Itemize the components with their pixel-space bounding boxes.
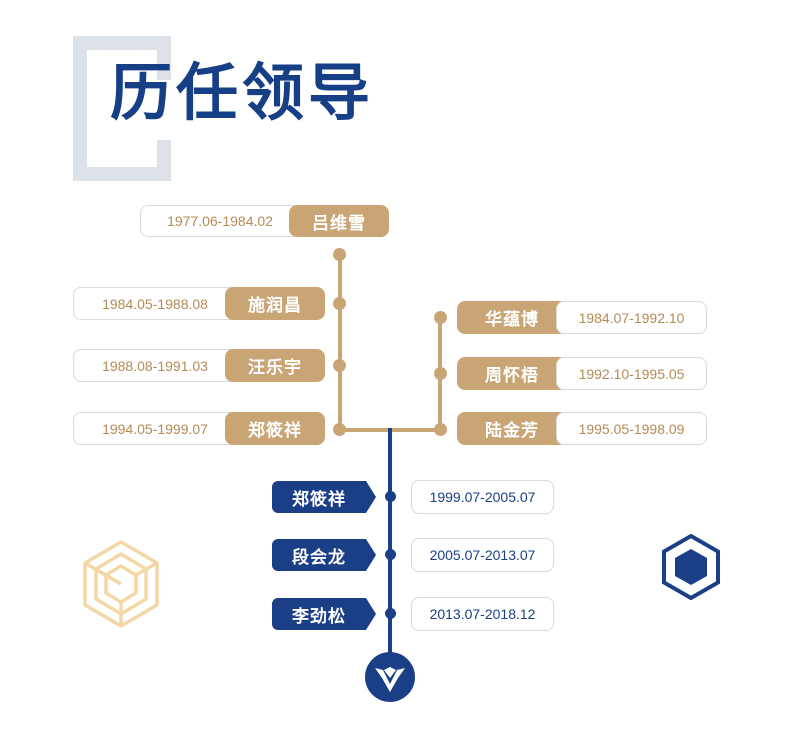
left-dot-2 (333, 359, 346, 372)
main-period-2: 2005.07-2013.07 (411, 538, 554, 572)
top-period: 1977.06-1984.02 (140, 205, 300, 237)
title-bracket-bottom (73, 167, 171, 181)
right-period-3: 1995.05-1998.09 (556, 412, 707, 445)
top-name: 吕维雪 (289, 205, 389, 237)
main-name-1: 郑筱祥 (272, 481, 366, 513)
eagle-emblem-icon (365, 652, 415, 702)
right-name-3: 陆金芳 (457, 412, 567, 445)
title-bracket-right-stub-bottom (157, 140, 171, 181)
right-name-2: 周怀梧 (457, 357, 567, 390)
main-name-1-arrow (366, 481, 376, 513)
left-period-1: 1984.05-1988.08 (73, 287, 237, 320)
left-branch-line (338, 254, 342, 430)
main-dot-1 (385, 491, 396, 502)
main-dot-3 (385, 608, 396, 619)
main-name-2: 段会龙 (272, 539, 366, 571)
left-dot-1 (333, 297, 346, 310)
main-period-3: 2013.07-2018.12 (411, 597, 554, 631)
main-dot-2 (385, 549, 396, 560)
main-name-2-arrow (366, 539, 376, 571)
right-dot-2 (434, 367, 447, 380)
right-dot-1 (434, 311, 447, 324)
page-title: 历任领导 (110, 56, 375, 129)
top-dot (333, 248, 346, 261)
hexagon-solid-icon (662, 534, 720, 600)
main-line (388, 428, 392, 658)
right-period-1: 1984.07-1992.10 (556, 301, 707, 334)
right-dot-3 (434, 423, 447, 436)
hexagon-outline-logo-icon (83, 540, 159, 628)
left-period-3: 1994.05-1999.07 (73, 412, 237, 445)
left-dot-3 (333, 423, 346, 436)
right-name-1: 华蕴博 (457, 301, 567, 334)
left-period-2: 1988.08-1991.03 (73, 349, 237, 382)
left-name-1: 施润昌 (225, 287, 325, 320)
title-bracket-right-stub (157, 36, 171, 80)
main-name-3: 李劲松 (272, 598, 366, 630)
left-name-2: 汪乐宇 (225, 349, 325, 382)
main-name-3-arrow (366, 598, 376, 630)
title-bracket-top (73, 36, 171, 50)
main-period-1: 1999.07-2005.07 (411, 480, 554, 514)
title-bracket-left (73, 36, 87, 181)
left-name-3: 郑筱祥 (225, 412, 325, 445)
right-period-2: 1992.10-1995.05 (556, 357, 707, 390)
